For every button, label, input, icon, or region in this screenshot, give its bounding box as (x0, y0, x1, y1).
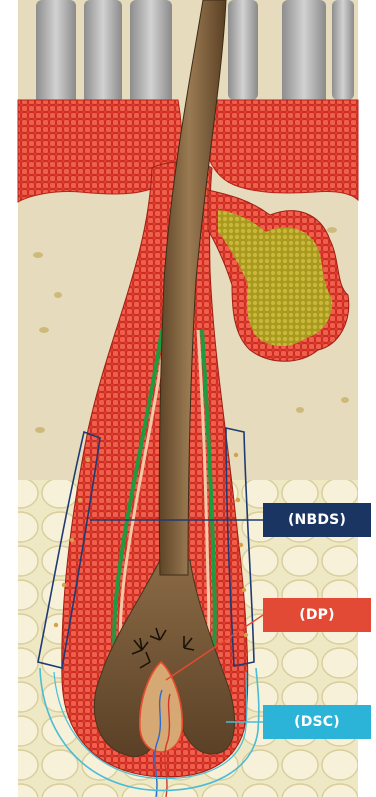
dp-label: (DP) (263, 598, 371, 632)
dsc-label: (DSC) (263, 705, 371, 739)
nbds-label: (NBDS) (263, 503, 371, 537)
